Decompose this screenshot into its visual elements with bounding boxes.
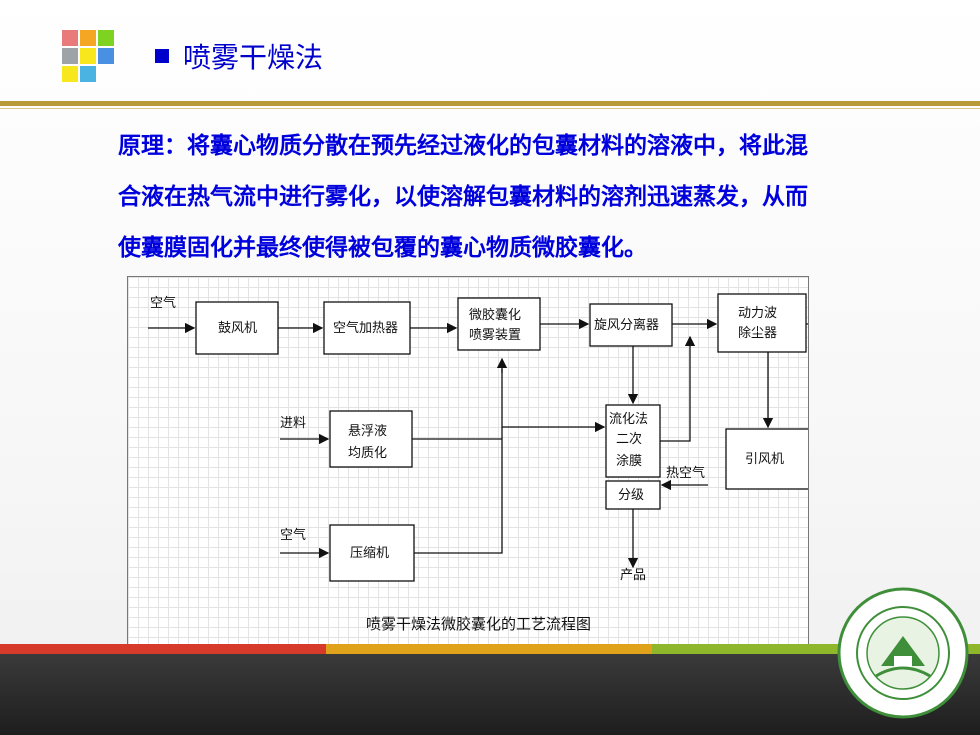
spray-label-1: 微胶囊化	[469, 307, 521, 323]
suspension-box	[329, 410, 413, 468]
blower-box	[195, 301, 279, 355]
suspension-label-2: 均质化	[348, 446, 387, 461]
logo-tile	[98, 48, 114, 64]
footer-bar-orange	[326, 644, 652, 654]
square-bullet-icon	[155, 49, 169, 63]
spray-label-2: 喷雾装置	[469, 328, 521, 343]
fluidbed-label-1: 流化法	[609, 412, 648, 427]
compressor-label: 压缩机	[350, 545, 389, 561]
logo-tile	[98, 30, 114, 46]
product-label: 产品	[620, 568, 646, 583]
scrubber-box	[717, 293, 807, 353]
hot-air-label: 热空气	[666, 465, 705, 481]
heater-box	[323, 301, 411, 355]
footer-bar-red	[0, 644, 326, 654]
footer-band	[0, 654, 980, 735]
fluidbed-label-2: 二次	[616, 431, 642, 447]
process-flow-diagram: 空气 鼓风机 空气加热器 微胶囊化 喷雾装置 旋风分离器 动力波 除尘器 排液 …	[127, 276, 809, 648]
grading-label: 分级	[618, 488, 644, 503]
blower-label: 鼓风机	[218, 321, 257, 336]
fluidbed-label-3: 涂膜	[616, 453, 642, 469]
flow-svg: 空气 鼓风机 空气加热器 微胶囊化 喷雾装置 旋风分离器 动力波 除尘器 排液 …	[148, 293, 808, 633]
paragraph-line: 合液在热气流中进行雾化，以使溶解包囊材料的溶剂迅速蒸发，从而	[118, 183, 808, 210]
logo-tile	[62, 66, 78, 82]
air-in-label: 空气	[150, 295, 176, 311]
logo-tile	[80, 66, 96, 82]
footer-bar-green	[652, 644, 980, 654]
heater-label: 空气加热器	[333, 320, 398, 336]
scrubber-label-1: 动力波	[738, 306, 777, 321]
logo-tile	[80, 30, 96, 46]
cyclone-box	[589, 303, 673, 347]
feed-label: 进料	[280, 416, 306, 431]
principle-paragraph: 原理：将囊心物质分散在预先经过液化的包囊材料的溶液中，将此混 合液在热气流中进行…	[118, 120, 948, 273]
scrubber-label-2: 除尘器	[738, 326, 777, 341]
fluidbed-box	[605, 404, 661, 478]
paragraph-line: 使囊膜固化并最终使得被包覆的囊心物质微胶囊化。	[118, 234, 647, 261]
spray-box	[457, 297, 541, 351]
header-rule-thin	[0, 108, 980, 109]
fan-label: 引风机	[745, 452, 784, 467]
logo-mosaic	[62, 30, 116, 84]
slide-title-text: 喷雾干燥法	[183, 41, 324, 74]
cyclone-label: 旋风分离器	[594, 317, 659, 333]
logo-tile	[62, 48, 78, 64]
header-rule	[0, 101, 980, 106]
logo-tile	[80, 48, 96, 64]
slide-title: 喷雾干燥法	[155, 36, 323, 76]
logo-tile	[62, 30, 78, 46]
air-in-label-2: 空气	[280, 527, 306, 543]
suspension-label-1: 悬浮液	[348, 424, 387, 439]
diagram-caption: 喷雾干燥法微胶囊化的工艺流程图	[366, 615, 591, 633]
fan-box	[725, 428, 808, 490]
paragraph-line: 原理：将囊心物质分散在预先经过液化的包囊材料的溶液中，将此混	[118, 132, 808, 159]
university-seal-icon	[837, 587, 969, 719]
